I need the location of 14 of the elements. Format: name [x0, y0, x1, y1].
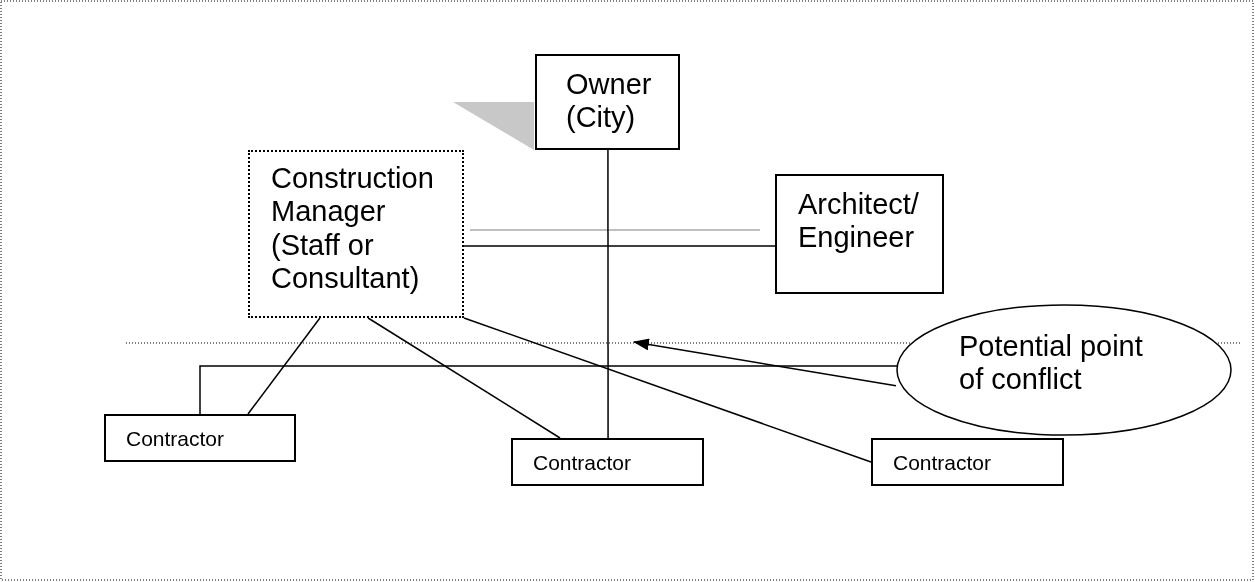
connector-line: [367, 317, 561, 439]
connector-line: [607, 149, 609, 439]
role-box: Contractor: [104, 414, 296, 462]
connector-line: [463, 245, 776, 247]
role-box: Architect/ Engineer: [775, 174, 944, 294]
role-box: Owner (City): [535, 54, 680, 150]
connector-line: [463, 317, 872, 463]
ellipse-callout: [896, 304, 1232, 436]
role-box: Construction Manager (Staff or Consultant): [248, 150, 464, 318]
arrow: [633, 338, 897, 387]
callout-text: Potential point of conflict: [959, 330, 1144, 397]
connector-line: [247, 317, 321, 415]
role-box: Contractor: [871, 438, 1064, 486]
role-box: Contractor: [511, 438, 704, 486]
